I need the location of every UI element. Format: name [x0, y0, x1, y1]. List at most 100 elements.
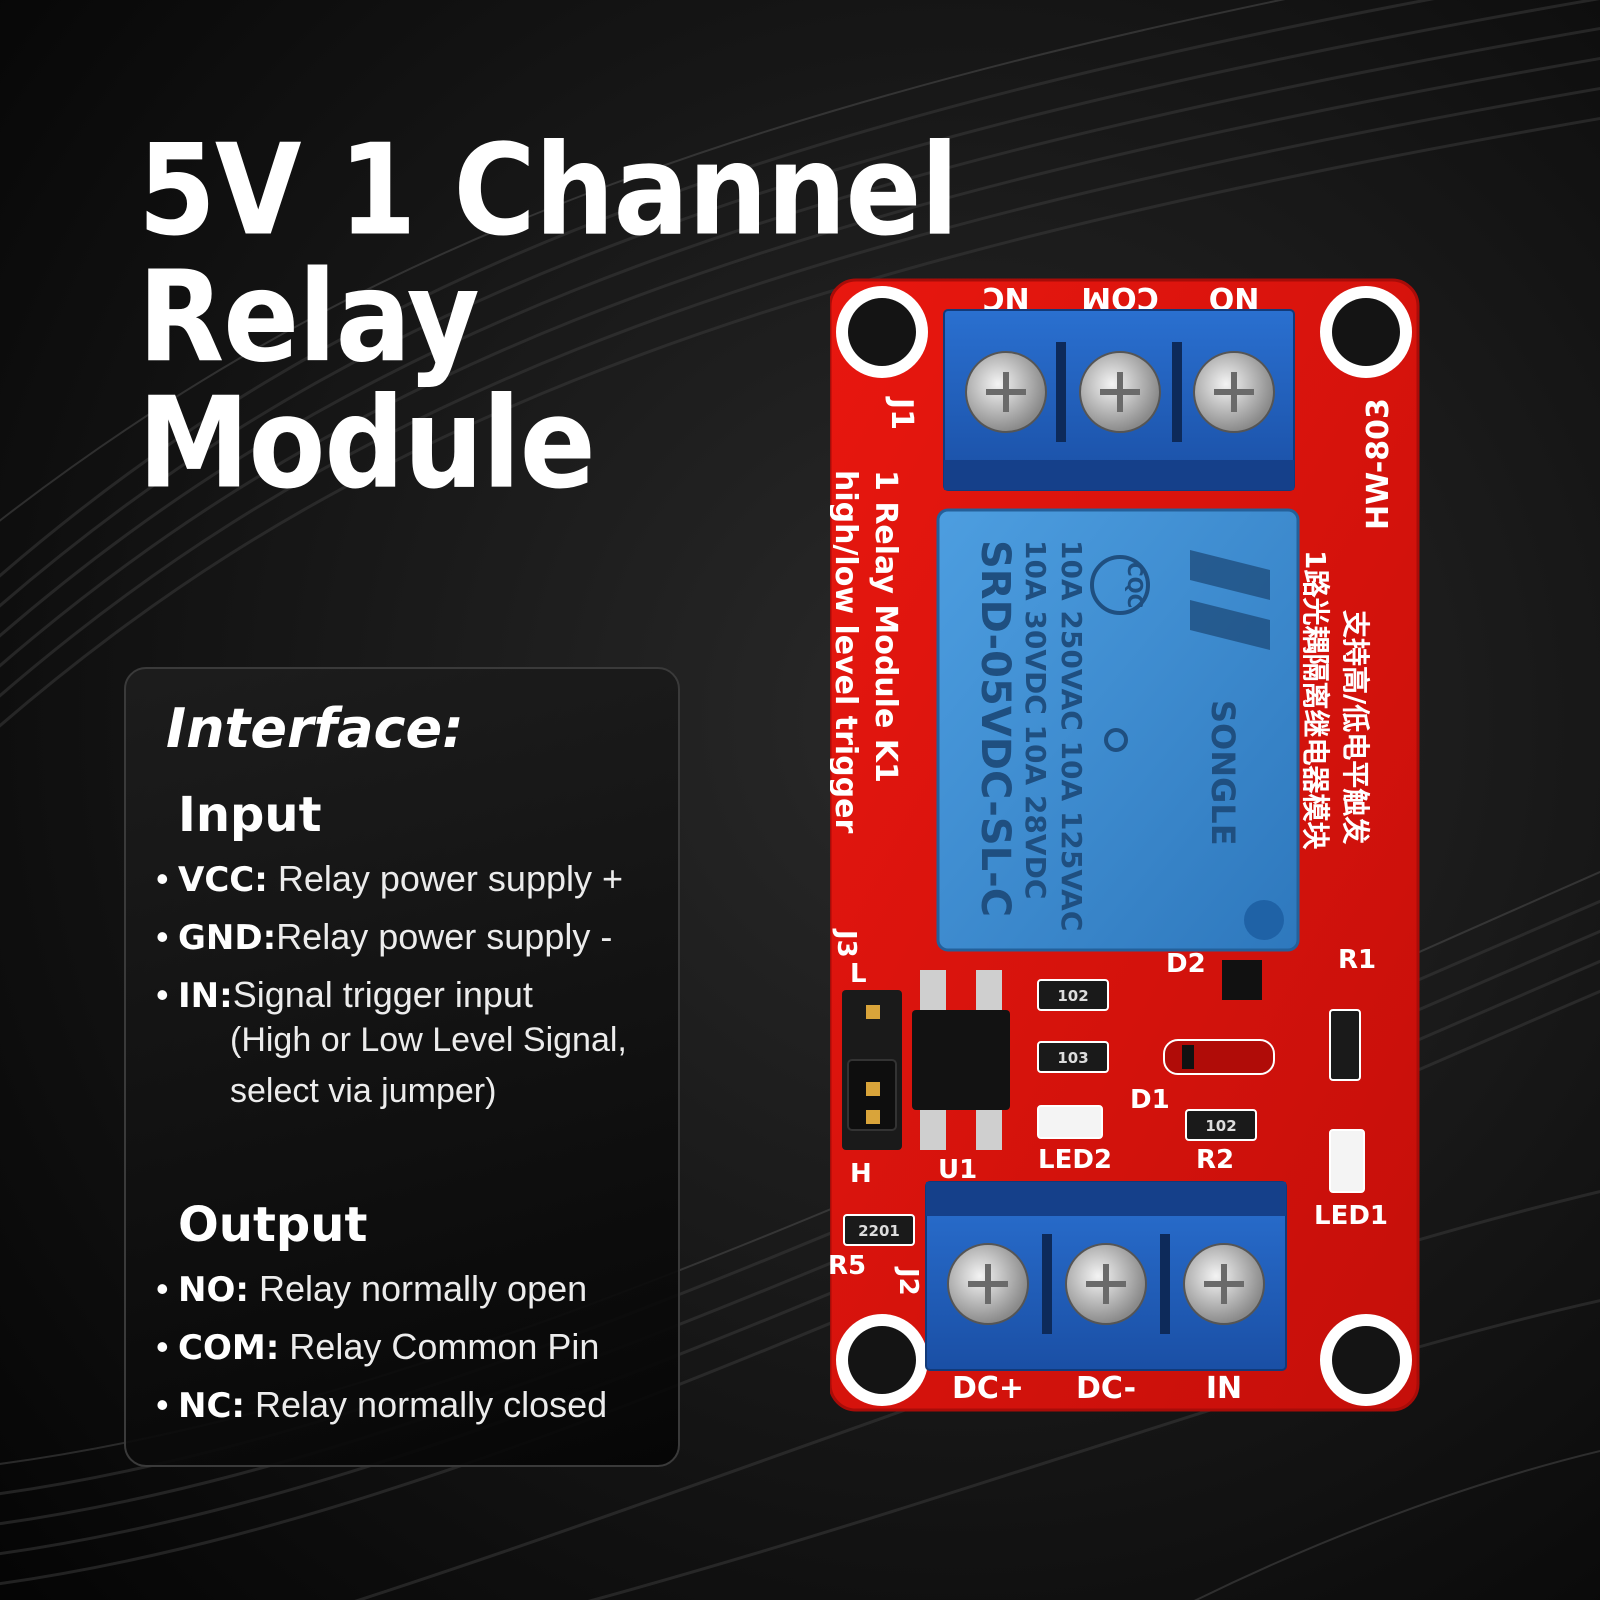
- pin-desc: Relay power supply +: [267, 858, 624, 899]
- bullet-icon: •: [156, 974, 169, 1015]
- resistor: [1037, 979, 1109, 1011]
- list-item-com: •COM: Relay Common Pin: [156, 1327, 607, 1385]
- label-u1: U1: [938, 1155, 977, 1185]
- pin-key: COM:: [178, 1328, 280, 1368]
- screw-slot-icon: [986, 372, 1026, 412]
- list-item-gnd: •GND:Relay power supply -: [156, 917, 623, 975]
- bottom-pin-label-1: DC+: [952, 1371, 1024, 1406]
- relay-component: 10A 250VAC 10A 125VAC 10A 30VDC 10A 28VD…: [936, 508, 1300, 952]
- label-r5: R5: [830, 1251, 866, 1281]
- headline-line-1: 5V 1 Channel: [138, 117, 959, 264]
- jumper-pin-icon: [866, 1005, 880, 1019]
- top-terminal-divider-2: [1172, 342, 1182, 442]
- input-note-line-1: (High or Low Level Signal,: [230, 1021, 627, 1059]
- relay-model: SRD-05VDC-SL-C: [972, 540, 1018, 917]
- pin-key: NO:: [178, 1270, 249, 1310]
- resistor: [843, 1214, 915, 1246]
- lower-components: 102 103 102 2201 J3 L H D2 D1 R1 R2 R5 L…: [830, 928, 1388, 1296]
- bullet-icon: •: [156, 916, 169, 957]
- pin-desc: Relay normally closed: [245, 1384, 608, 1425]
- label-r2: R2: [1196, 1145, 1234, 1175]
- label-j3: J3: [831, 928, 861, 958]
- optocoupler-leg: [976, 1110, 1002, 1150]
- optocoupler-leg: [920, 1110, 946, 1150]
- list-item-in: •IN:Signal trigger input: [156, 975, 623, 1033]
- pin-desc: Relay normally open: [248, 1268, 588, 1309]
- resistor-code: 2201: [858, 1222, 900, 1240]
- label-r1: R1: [1338, 945, 1376, 975]
- label-led1: LED1: [1314, 1201, 1388, 1231]
- resistor-code: 102: [1205, 1117, 1236, 1135]
- mounting-hole-tl-inner: [848, 298, 916, 366]
- screw-slot-icon: [1086, 1264, 1126, 1304]
- pin-key: VCC:: [178, 860, 268, 900]
- resistor-code: 102: [1057, 987, 1088, 1005]
- mounting-hole-bl-inner: [848, 1326, 916, 1394]
- relay-rating-2: 10A 30VDC 10A 28VDC: [1019, 540, 1052, 899]
- input-note: (High or Low Level Signal, select via ju…: [156, 1015, 627, 1117]
- bullet-icon: •: [156, 1384, 169, 1425]
- songle-logo-icon: [1190, 550, 1270, 650]
- screw-slot-icon: [1214, 372, 1254, 412]
- screw-slot-icon: [1204, 1264, 1244, 1304]
- list-item-nc: •NC: Relay normally closed: [156, 1385, 607, 1443]
- mounting-hole-br-inner: [1332, 1326, 1400, 1394]
- bottom-pin-label-2: DC-: [1076, 1371, 1136, 1406]
- top-terminal-divider-1: [1056, 342, 1066, 442]
- top-terminal-shadow: [944, 460, 1294, 490]
- relay-rating-1: 10A 250VAC 10A 125VAC: [1055, 540, 1088, 931]
- mounting-holes: [836, 286, 1412, 1406]
- bullet-icon: •: [156, 1268, 169, 1309]
- interface-heading: Interface:: [166, 697, 464, 760]
- pin-key: IN:: [178, 976, 233, 1016]
- relay-dot-icon: [1244, 900, 1284, 940]
- bottom-terminal-block: [925, 1181, 1287, 1371]
- output-section-title: Output: [178, 1197, 368, 1253]
- top-terminal-block: [943, 309, 1295, 491]
- optocoupler-leg: [920, 970, 946, 1010]
- resistor: [1329, 1009, 1361, 1081]
- label-led2: LED2: [1038, 1145, 1112, 1175]
- bullet-icon: •: [156, 1326, 169, 1367]
- led2: [1037, 1105, 1103, 1139]
- resistor-code: 103: [1057, 1049, 1088, 1067]
- relay-module-board: NC COM NO J1 1 Relay Module K1 high/low …: [830, 278, 1420, 1412]
- model-label: HW-803: [1361, 398, 1396, 530]
- label-d2: D2: [1166, 949, 1206, 979]
- optocoupler-chip: [912, 1010, 1010, 1110]
- board-left-text-1: 1 Relay Module K1: [868, 470, 903, 783]
- bottom-terminal-divider-1: [1042, 1234, 1052, 1334]
- label-d1: D1: [1130, 1085, 1170, 1115]
- optocoupler-leg: [976, 970, 1002, 1010]
- list-item-vcc: •VCC: Relay power supply +: [156, 859, 623, 917]
- transistor: [1222, 960, 1262, 1000]
- label-h: H: [850, 1159, 872, 1189]
- label-j2: J2: [893, 1266, 923, 1296]
- diode-band: [1182, 1045, 1194, 1069]
- headline: 5V 1 Channel Relay Module: [138, 117, 959, 517]
- j1-label: J1: [884, 396, 919, 430]
- jumper-pin-icon: [866, 1082, 880, 1096]
- resistor: [1037, 1041, 1109, 1073]
- jumper-pin-icon: [866, 1110, 880, 1124]
- output-list: •NO: Relay normally open •COM: Relay Com…: [156, 1269, 607, 1443]
- pin-key: GND:: [178, 918, 277, 958]
- board-left-text-2: high/low level trigger: [830, 470, 863, 833]
- input-note-line-2: select via jumper): [230, 1072, 497, 1110]
- headline-line-3: Module: [138, 371, 596, 517]
- pin-desc: Relay power supply -: [276, 916, 613, 957]
- bottom-terminal-shadow: [926, 1182, 1286, 1216]
- bottom-terminal-divider-2: [1160, 1234, 1170, 1334]
- list-item-no: •NO: Relay normally open: [156, 1269, 607, 1327]
- bullet-icon: •: [156, 858, 169, 899]
- board-cn-text-1: 1路光耦隔离继电器模块: [1299, 550, 1332, 849]
- label-l: L: [850, 959, 867, 989]
- pin-key: NC:: [178, 1386, 246, 1426]
- input-list: •VCC: Relay power supply + •GND:Relay po…: [156, 859, 623, 1033]
- relay-brand: SONGLE: [1204, 700, 1242, 846]
- relay-dot-icon: [1104, 728, 1128, 752]
- screw-slot-icon: [1100, 372, 1140, 412]
- screw-slot-icon: [968, 1264, 1008, 1304]
- input-section-title: Input: [178, 787, 322, 843]
- pin-desc: Relay Common Pin: [279, 1326, 600, 1367]
